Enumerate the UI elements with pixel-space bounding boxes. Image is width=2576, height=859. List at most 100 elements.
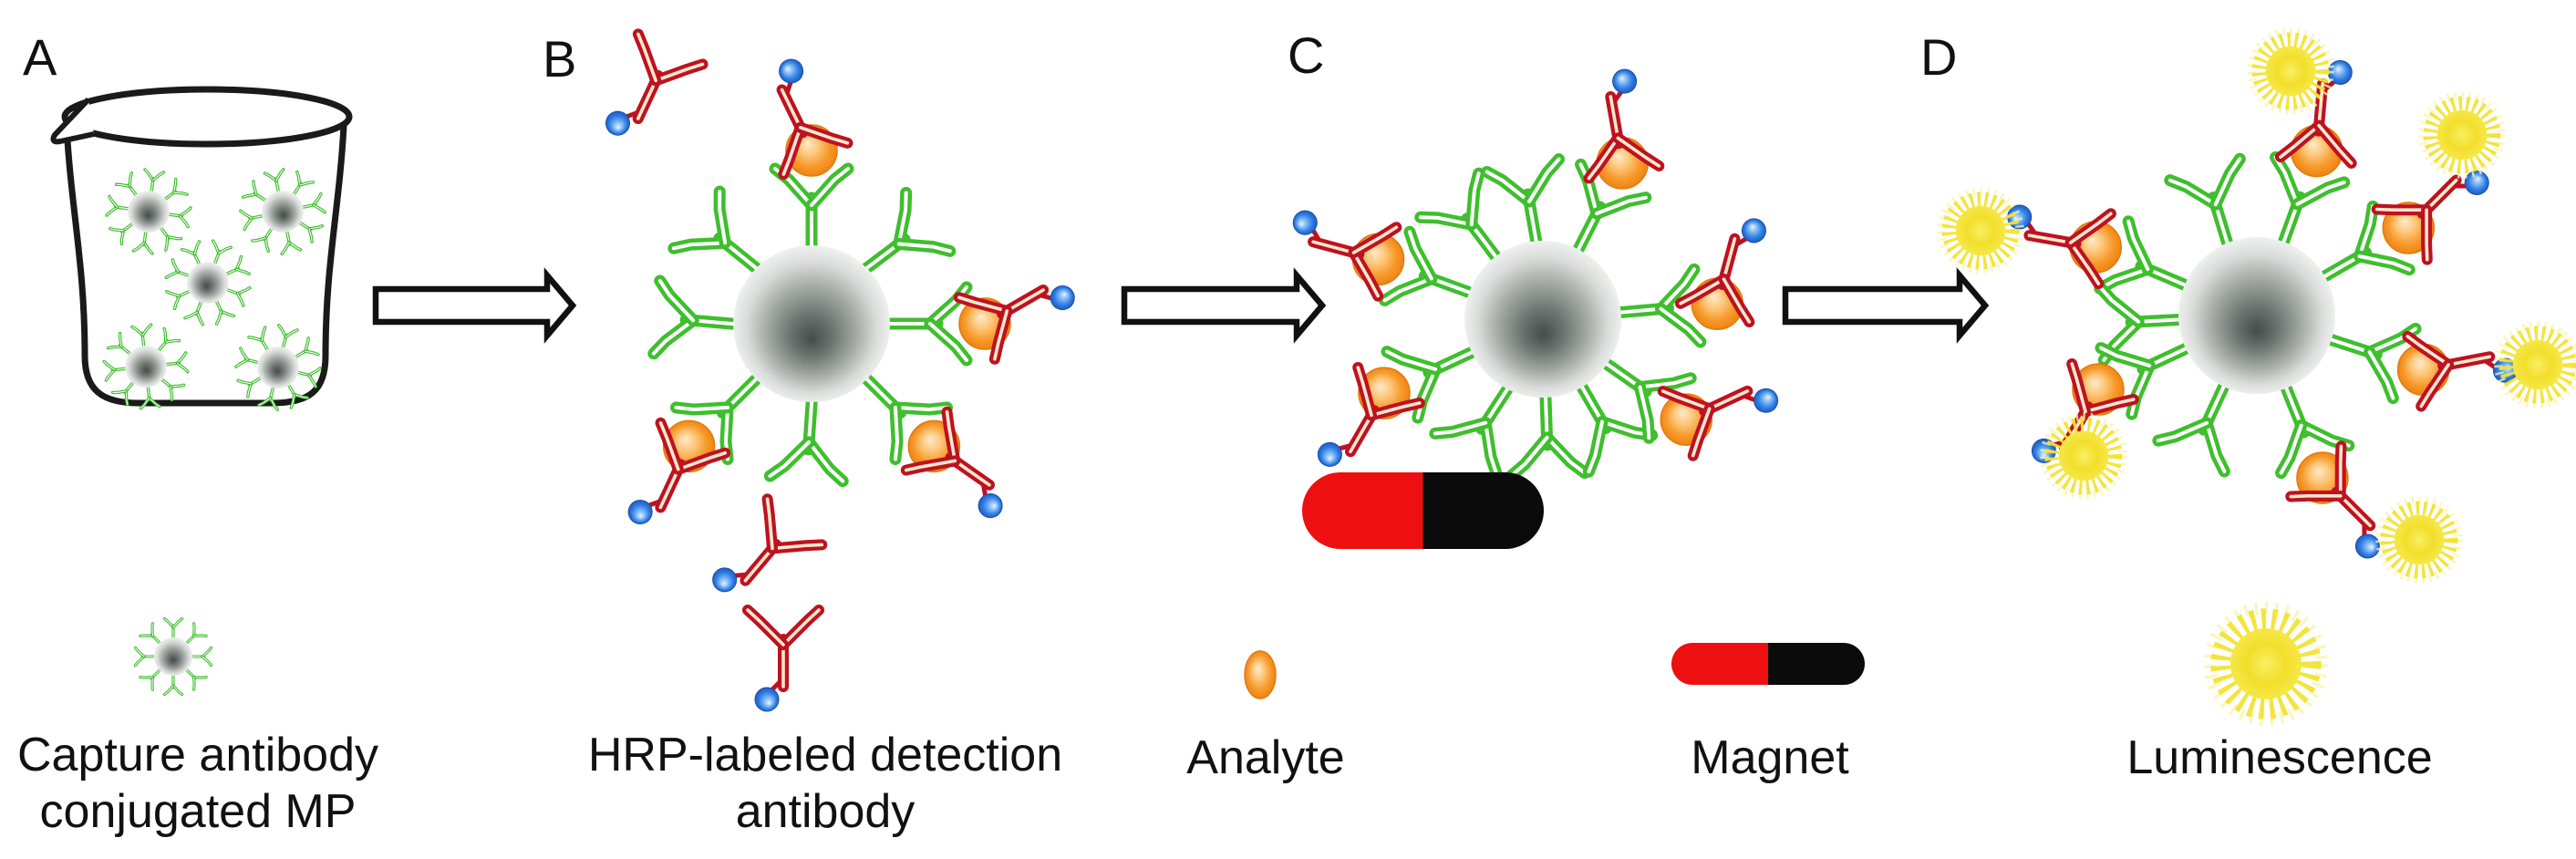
capture-antibody-icon xyxy=(2164,152,2246,250)
magnetic-particle-small xyxy=(102,323,190,410)
mp-sphere xyxy=(257,347,299,388)
capture-antibody-icon xyxy=(234,347,260,368)
capture-antibody-icon xyxy=(294,336,320,358)
hrp-icon xyxy=(1292,210,1318,235)
luminescence-burst-icon xyxy=(2203,601,2329,727)
luminescence-burst-icon xyxy=(2247,27,2334,115)
capture-antibody-icon xyxy=(167,206,192,229)
caption-capture-antibody-line1: Capture antibody xyxy=(17,729,378,781)
capture-mp-legend-icon xyxy=(133,616,213,697)
caption-detection-antibody-line2: antibody xyxy=(736,785,916,838)
mp-sphere xyxy=(733,245,890,402)
diagram-shapes xyxy=(50,27,2576,727)
hrp-icon xyxy=(2354,533,2380,559)
magnetic-particle-small xyxy=(239,168,326,255)
hrp-icon xyxy=(1741,218,1766,243)
capture-antibody-icon xyxy=(2270,151,2351,249)
process-arrow-icon xyxy=(372,267,577,344)
magnetic-particle-B xyxy=(627,58,1075,524)
capture-antibody-icon xyxy=(163,177,189,201)
process-arrow-icon xyxy=(1782,267,1990,344)
magnetic-particle-small xyxy=(105,168,192,255)
capture-antibody-icon xyxy=(239,209,264,232)
hrp-icon xyxy=(779,58,804,84)
hrp-icon xyxy=(1050,285,1075,311)
capture-antibody-icon xyxy=(769,162,854,253)
caption-magnet: Magnet xyxy=(1691,731,1849,784)
capture-antibody-icon xyxy=(236,377,263,398)
capture-antibody-icon xyxy=(133,646,156,668)
free-detection-antibody xyxy=(742,605,824,712)
luminescence-burst-icon xyxy=(2040,412,2127,500)
detection-antibody-icon xyxy=(776,58,853,181)
detection-antibody-icon xyxy=(627,417,731,524)
capture-antibody-icon xyxy=(102,359,127,382)
capture-antibody-icon xyxy=(143,168,166,193)
magnetic-particle-C xyxy=(1292,68,1779,481)
capture-antibody-icon xyxy=(2152,379,2230,478)
capture-antibody-icon xyxy=(160,226,183,252)
caption-analyte: Analyte xyxy=(1186,731,1344,784)
luminescence-burst-icon xyxy=(1937,187,2024,274)
detection-antibody-icon xyxy=(2371,171,2489,265)
mp-sphere xyxy=(153,636,193,677)
capture-antibody-icon xyxy=(251,227,274,254)
free-detection-antibody xyxy=(605,28,709,136)
diagram-labels: A B C D Capture antibody conjugated MP H… xyxy=(17,26,2433,838)
capture-antibody-icon xyxy=(183,300,205,326)
detection-antibody-icon xyxy=(2274,59,2357,169)
capture-antibody-icon xyxy=(165,351,190,374)
magnet-panel xyxy=(1302,472,1544,549)
panel-label-d: D xyxy=(1920,28,1957,86)
hrp-icon xyxy=(2464,171,2489,196)
capture-antibody-icon xyxy=(1414,167,1503,264)
panel-label-a: A xyxy=(23,28,57,86)
mp-sphere xyxy=(2178,237,2335,394)
capture-antibody-icon xyxy=(191,646,213,668)
mp-sphere xyxy=(128,191,170,233)
panel-label-c: C xyxy=(1288,26,1324,84)
capture-antibody-icon xyxy=(292,170,315,196)
hrp-icon xyxy=(754,687,780,712)
capture-antibody-icon xyxy=(139,668,161,691)
process-arrow-icon xyxy=(1121,267,1327,344)
capture-antibody-icon xyxy=(130,323,153,347)
capture-antibody-icon xyxy=(296,367,322,388)
capture-antibody-icon xyxy=(211,239,233,265)
capture-antibody-icon xyxy=(109,223,134,246)
hrp-icon xyxy=(605,110,630,136)
luminescence-burst-icon xyxy=(2418,91,2506,179)
detection-antibody-icon xyxy=(2402,330,2518,412)
capture-antibody-icon xyxy=(185,668,208,691)
detection-antibody-icon xyxy=(742,605,824,712)
detection-antibody-icon xyxy=(900,406,1003,519)
detection-antibody-icon xyxy=(605,28,709,136)
magnetic-particle-small xyxy=(164,239,252,326)
capture-antibody-icon xyxy=(277,324,299,349)
capture-antibody-icon xyxy=(165,289,191,311)
capture-antibody-icon xyxy=(225,285,252,307)
mp-sphere xyxy=(187,262,229,304)
hrp-icon xyxy=(627,499,653,524)
capture-antibody-icon xyxy=(162,674,184,697)
capture-antibody-icon xyxy=(180,240,202,265)
capture-antibody-icon xyxy=(647,274,740,360)
capture-antibody-icon xyxy=(298,221,325,243)
mp-sphere xyxy=(125,346,167,388)
hrp-icon xyxy=(1317,441,1342,467)
capture-antibody-icon xyxy=(1429,382,1515,480)
free-detection-antibody xyxy=(712,493,828,593)
mp-sphere xyxy=(1464,241,1621,398)
capture-antibody-icon xyxy=(131,230,154,255)
capture-antibody-icon xyxy=(1379,225,1476,306)
capture-antibody-icon xyxy=(257,386,279,411)
luminescence-burst-icon xyxy=(2494,321,2576,409)
capture-antibody-icon xyxy=(247,326,269,352)
beaker-icon xyxy=(50,86,353,407)
capture-antibody-icon xyxy=(287,383,309,409)
capture-antibody-icon xyxy=(860,372,953,465)
luminescence-burst-icon xyxy=(2375,496,2463,584)
magnetic-particle-D xyxy=(2007,59,2518,559)
detection-antibody-icon xyxy=(1675,218,1766,328)
